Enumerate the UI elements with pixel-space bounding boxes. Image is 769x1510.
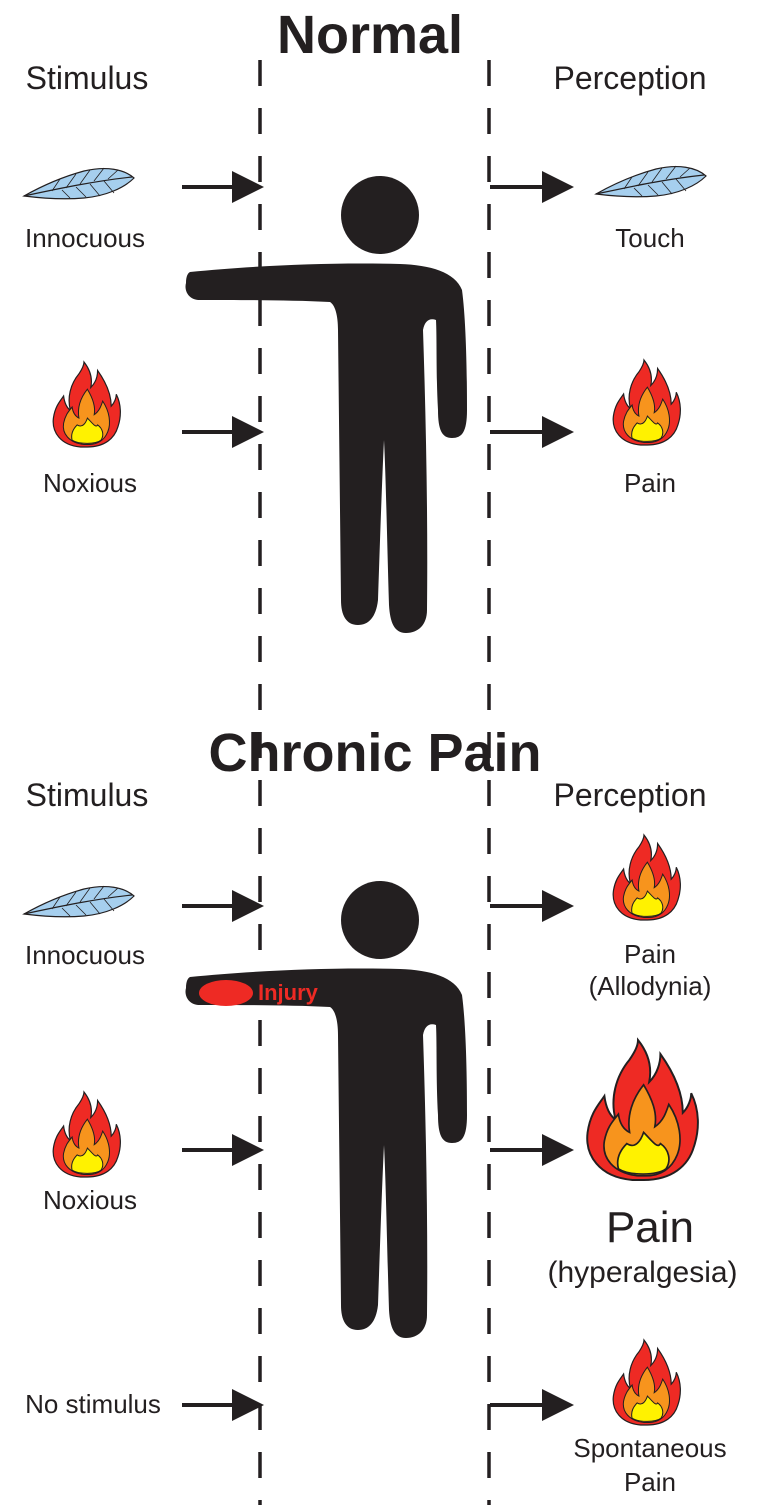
normal-innocuous-label: Innocuous (0, 224, 170, 254)
normal-touch-label: Touch (570, 224, 730, 254)
normal-perception-header: Perception (520, 60, 740, 97)
flame-icon (613, 835, 680, 920)
normal-stimulus-header: Stimulus (2, 60, 172, 97)
flame-icon (613, 360, 680, 445)
chronic-stimulus-header: Stimulus (2, 777, 172, 814)
feather-icon (24, 886, 134, 917)
injury-marker (199, 980, 253, 1006)
chronic-perception-header: Perception (520, 777, 740, 814)
normal-noxious-label: Noxious (10, 469, 170, 499)
normal-title: Normal (230, 4, 510, 66)
hyperalgesia-pain-label: Pain (560, 1203, 740, 1254)
normal-pain-label: Pain (570, 469, 730, 499)
chronic-noxious-label: Noxious (10, 1186, 170, 1216)
chronic-title: Chronic Pain (170, 722, 580, 784)
hyperalgesia-label: (hyperalgesia) (520, 1256, 765, 1291)
allodynia-label: (Allodynia) (550, 972, 750, 1002)
injury-label: Injury (258, 980, 318, 1005)
flame-icon (53, 1092, 120, 1177)
chronic-innocuous-label: Innocuous (0, 941, 170, 971)
flame-icon (613, 1340, 680, 1425)
feather-icon (24, 168, 134, 199)
spontaneous-pain-label: Pain (570, 1468, 730, 1498)
large-flame-icon (587, 1040, 698, 1180)
person-figure-normal (186, 176, 467, 633)
flame-icon (53, 362, 120, 447)
feather-icon (596, 166, 706, 197)
allodynia-pain-label: Pain (570, 940, 730, 970)
person-figure-chronic (186, 881, 467, 1338)
spontaneous-label: Spontaneous (550, 1434, 750, 1464)
no-stimulus-label: No stimulus (8, 1390, 178, 1420)
